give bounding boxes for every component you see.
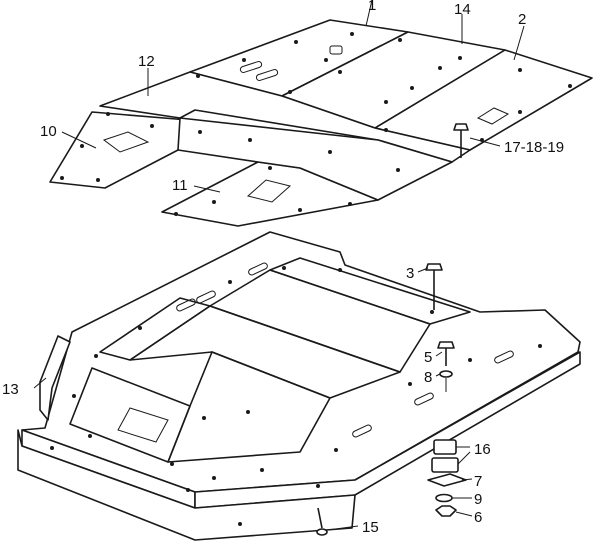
callout-12: 12 bbox=[138, 53, 155, 70]
callout-9: 9 bbox=[474, 491, 482, 508]
floor-panel-assembly bbox=[49, 19, 593, 227]
callout-16: 16 bbox=[474, 441, 491, 458]
callout-labels: 1 2 3 5 6 7 8 9 10 11 12 13 14 15 16 17-… bbox=[2, 0, 564, 536]
frame-opening-front-right bbox=[167, 351, 331, 463]
leader-lines bbox=[33, 0, 525, 531]
callout-2: 2 bbox=[518, 11, 526, 28]
callout-3: 3 bbox=[406, 265, 414, 282]
floor-plate-rear bbox=[177, 117, 453, 201]
callout-11: 11 bbox=[172, 177, 188, 194]
callout-17-18-19: 17-18-19 bbox=[504, 139, 564, 156]
frame-assembly bbox=[17, 231, 581, 541]
bolt-17-18-19 bbox=[453, 123, 469, 158]
nut-6 bbox=[435, 505, 457, 517]
plate-7 bbox=[427, 473, 467, 487]
floor-plate-10 bbox=[49, 111, 189, 189]
skirt-plate-15 bbox=[17, 429, 356, 541]
panel-11-cutout bbox=[246, 179, 292, 203]
washer-9 bbox=[435, 493, 453, 503]
panel-10-cutout bbox=[102, 131, 150, 153]
callout-7: 7 bbox=[474, 473, 482, 490]
rubber-mount-16 bbox=[431, 439, 459, 473]
mount-hardware bbox=[316, 123, 469, 536]
side-plate-13 bbox=[39, 335, 71, 421]
bolt-15 bbox=[316, 507, 328, 536]
frame-opening-center bbox=[129, 305, 401, 399]
frame-top-deck bbox=[21, 231, 581, 493]
callout-6: 6 bbox=[474, 509, 482, 526]
callout-1: 1 bbox=[368, 0, 376, 14]
frame-hatch bbox=[117, 407, 169, 443]
callout-13: 13 bbox=[2, 381, 19, 398]
callout-8: 8 bbox=[424, 369, 432, 386]
frame-opening-far-right bbox=[269, 257, 471, 325]
callout-5: 5 bbox=[424, 349, 432, 366]
callout-10: 10 bbox=[40, 123, 57, 140]
frame-slots bbox=[176, 262, 514, 438]
callout-14: 14 bbox=[454, 1, 471, 18]
callout-15: 15 bbox=[362, 519, 379, 536]
